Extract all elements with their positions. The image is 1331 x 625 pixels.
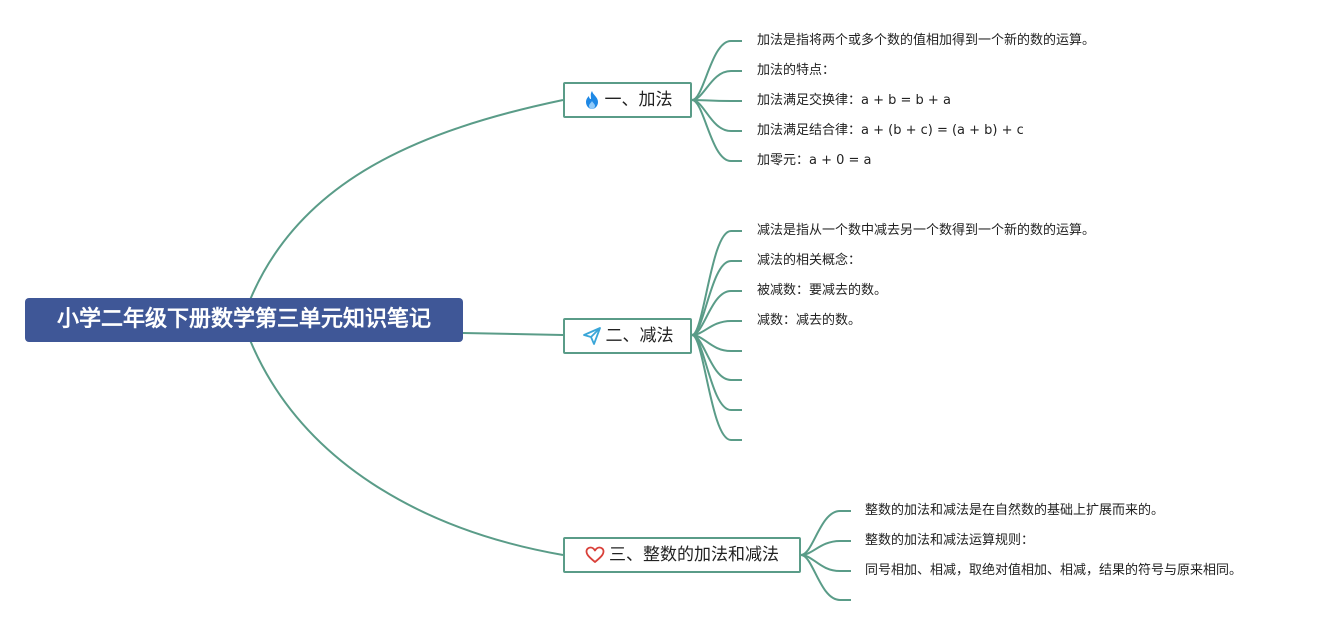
- leaf-item[interactable]: 被减数：要减去的数。: [757, 283, 888, 298]
- connector-addition-leaf-4: [691, 99, 742, 132]
- paper-plane-icon: [582, 326, 602, 346]
- leaf-item[interactable]: 加法的特点：: [757, 63, 836, 78]
- heart-icon: [585, 546, 605, 564]
- connector-subtraction-leaf-8: [691, 334, 742, 441]
- leaf-item[interactable]: 加法是指将两个或多个数的值相加得到一个新的数的运算。: [757, 33, 1096, 48]
- leaf-item[interactable]: 加零元：a + 0 = a: [757, 153, 872, 168]
- connector-subtraction-leaf-4: [691, 320, 742, 336]
- connector-subtraction-leaf-6: [691, 334, 742, 381]
- connector-addition-leaf-3: [691, 99, 742, 102]
- leaf-item[interactable]: 加法满足交换律：a + b = b + a: [757, 93, 951, 108]
- fire-icon: [583, 90, 601, 110]
- leaf-item[interactable]: 加法满足结合律：a + (b + c) = (a + b) + c: [757, 123, 1024, 138]
- branch-addition[interactable]: 一、加法: [563, 82, 692, 118]
- connector-root-branch-3: [249, 339, 564, 556]
- connector-root-branch-2: [462, 332, 564, 336]
- branch-addition-label: 一、加法: [604, 90, 673, 110]
- connector-integer-leaf-4: [800, 554, 851, 601]
- connector-subtraction-leaf-1: [691, 230, 742, 336]
- leaf-item[interactable]: 减数：减去的数。: [757, 313, 862, 328]
- branch-integer-label: 三、整数的加法和减法: [609, 545, 779, 565]
- connector-subtraction-leaf-3: [691, 290, 742, 336]
- connector-addition-leaf-2: [691, 70, 742, 101]
- connector-integer-leaf-1: [800, 510, 851, 556]
- leaf-item[interactable]: 整数的加法和减法运算规则：: [865, 533, 1035, 548]
- leaf-item[interactable]: 整数的加法和减法是在自然数的基础上扩展而来的。: [865, 503, 1165, 518]
- connector-addition-leaf-5: [691, 99, 742, 162]
- connector-addition-leaf-1: [691, 40, 742, 101]
- connector-root-branch-1: [249, 99, 564, 301]
- connector-integer-leaf-3: [800, 554, 851, 572]
- branch-integer-add-sub[interactable]: 三、整数的加法和减法: [563, 537, 801, 573]
- leaf-item[interactable]: 减法的相关概念：: [757, 253, 862, 268]
- leaf-item[interactable]: 减法是指从一个数中减去另一个数得到一个新的数的运算。: [757, 223, 1096, 238]
- root-topic[interactable]: 小学二年级下册数学第三单元知识笔记: [25, 298, 463, 342]
- connector-subtraction-leaf-2: [691, 260, 742, 336]
- branch-subtraction[interactable]: 二、减法: [563, 318, 692, 354]
- root-topic-label: 小学二年级下册数学第三单元知识笔记: [56, 307, 431, 332]
- branch-subtraction-label: 二、减法: [605, 326, 674, 346]
- leaf-item[interactable]: 同号相加、相减，取绝对值相加、相减，结果的符号与原来相同。: [865, 563, 1243, 578]
- connector-integer-leaf-2: [800, 540, 851, 556]
